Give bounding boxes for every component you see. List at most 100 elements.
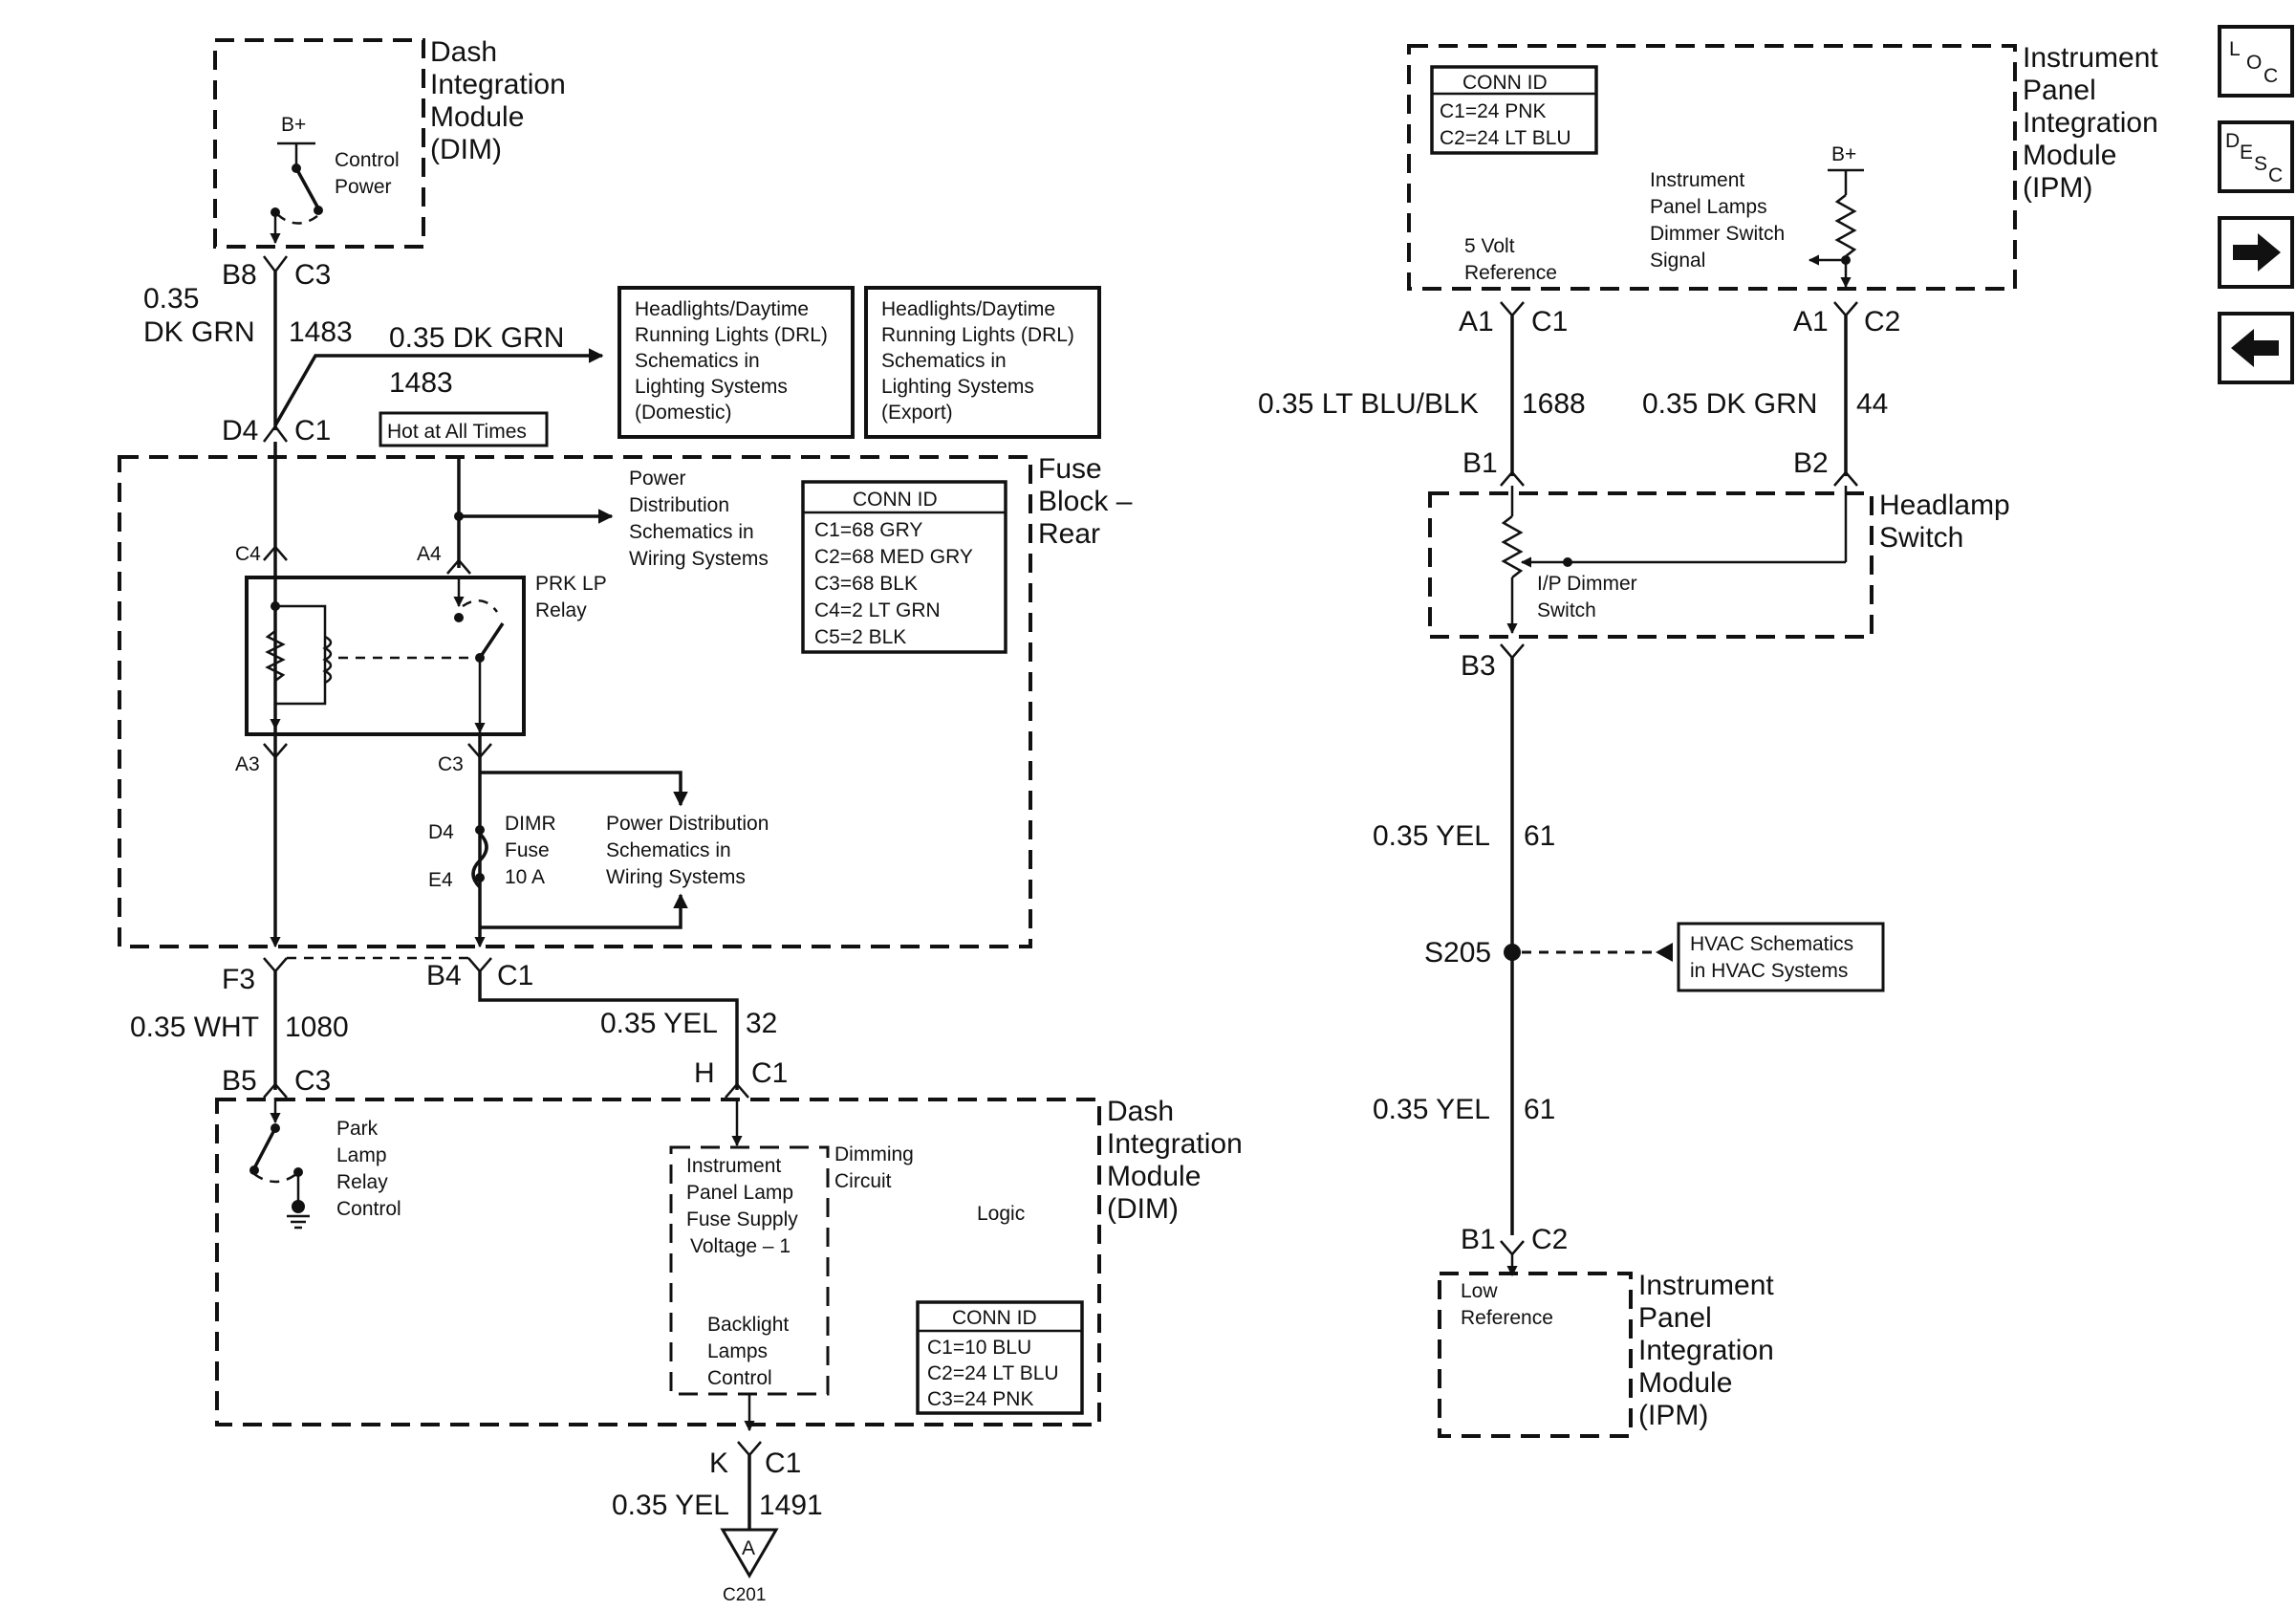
power-dist-bottom-1: Power Distribution xyxy=(606,813,769,835)
ip-fuse-2: Panel Lamp xyxy=(686,1182,793,1204)
pin-k: K xyxy=(709,1448,728,1479)
ipm-bplus: B+ xyxy=(1831,143,1856,165)
splice-name: S205 xyxy=(1424,937,1491,969)
ip-fuse-4: Voltage – 1 xyxy=(690,1235,791,1257)
dim-top-bplus: B+ xyxy=(281,114,306,136)
dimmer-signal-1: Instrument xyxy=(1650,169,1744,191)
wire-61-lower-circuit: 61 xyxy=(1524,1094,1555,1125)
dimmer-signal-3: Dimmer Switch xyxy=(1650,223,1785,245)
wire-44-circuit: 44 xyxy=(1856,388,1888,420)
dim-conn-id-row-3: C3=24 PNK xyxy=(927,1388,1033,1410)
ipm-bottom-module: Low Reference Instrument Panel Integrati… xyxy=(1438,1254,1774,1438)
pin-h: H xyxy=(694,1057,715,1089)
ipm-conn-id-row-1: C1=24 PNK xyxy=(1440,100,1546,122)
dim-bottom-module: Dash Integration Module (DIM) Park Lamp … xyxy=(215,1096,1243,1432)
desc-d: D xyxy=(2225,130,2240,152)
fuse-block-title-3: Rear xyxy=(1038,518,1100,550)
power-dist-top-4: Wiring Systems xyxy=(629,548,769,570)
ipm-bottom-title-1: Instrument xyxy=(1638,1270,1774,1301)
fuse-conn-id-row-2: C2=68 MED GRY xyxy=(814,546,973,568)
wire-32: 0.35 YEL 32 H C1 xyxy=(478,971,788,1099)
backlight-2: Lamps xyxy=(707,1340,768,1362)
wire-44-label: 0.35 DK GRN xyxy=(1642,388,1817,420)
ipm-bottom-title-2: Panel xyxy=(1638,1302,1712,1334)
drl-domestic-line-3: Schematics in xyxy=(635,350,760,372)
wire-1483-circuit: 1483 xyxy=(289,316,353,348)
desc-c: C xyxy=(2268,164,2283,186)
dim-top-title-4: (DIM) xyxy=(430,134,502,165)
fuse-conn-id-row-3: C3=68 BLK xyxy=(814,573,918,595)
power-dist-top-3: Schematics in xyxy=(629,521,754,543)
dim-top-module: Dash Integration Module (DIM) B+ Control… xyxy=(213,36,566,249)
loc-button[interactable]: L O C xyxy=(2218,25,2294,98)
ip-fuse-3: Fuse Supply xyxy=(686,1208,798,1230)
power-dist-bottom-2: Schematics in xyxy=(606,839,731,861)
relay-ctrl-4: Control xyxy=(336,1198,401,1220)
hvac-line-1: HVAC Schematics xyxy=(1690,933,1853,955)
fuse-conn-id-row-5: C5=2 BLK xyxy=(814,626,906,648)
drl-export-line-3: Schematics in xyxy=(881,350,1007,372)
wire-1688-label: 0.35 LT BLU/BLK xyxy=(1258,388,1479,420)
wire-61-lower-label: 0.35 YEL xyxy=(1373,1094,1490,1125)
logic-label: Logic xyxy=(977,1203,1025,1225)
fuse-conn-id-row-4: C4=2 LT GRN xyxy=(814,599,941,621)
pin-f3: F3 xyxy=(222,964,255,995)
wire-1080-label: 0.35 WHT xyxy=(130,1012,259,1043)
drl-export-line-2: Running Lights (DRL) xyxy=(881,324,1074,346)
ipm-top-title-5: (IPM) xyxy=(2023,172,2092,204)
hot-at-all-times-label: Hot at All Times xyxy=(379,411,549,447)
wire-61-upper-label: 0.35 YEL xyxy=(1373,820,1490,852)
power-dist-top-1: Power xyxy=(629,468,686,490)
desc-e: E xyxy=(2240,142,2253,163)
relay-ctrl-3: Relay xyxy=(336,1171,388,1193)
arrow-right-icon xyxy=(2233,233,2281,272)
dimming-2: Circuit xyxy=(834,1170,892,1192)
hvac-line-2: in HVAC Systems xyxy=(1690,960,1848,982)
headlamp-switch: Headlamp Switch I/P Dimmer Switch B3 xyxy=(1428,486,2010,682)
ref5v-2: Reference xyxy=(1464,262,1557,284)
wire-1688-circuit: 1688 xyxy=(1522,388,1586,420)
drl-domestic-line-5: (Domestic) xyxy=(635,402,732,424)
ipm-top-title-2: Panel xyxy=(2023,75,2096,106)
drl-export-line-5: (Export) xyxy=(881,402,953,424)
ipm-bottom-title-3: Integration xyxy=(1638,1335,1774,1366)
relay-label-2: Relay xyxy=(535,599,587,621)
wire-44: 0.35 DK GRN 44 B2 xyxy=(1642,316,1888,487)
conn-c1-h: C1 xyxy=(751,1057,788,1089)
dim-conn-id-title: CONN ID xyxy=(952,1307,1037,1329)
drl-domestic-line-2: Running Lights (DRL) xyxy=(635,324,828,346)
next-page-button[interactable] xyxy=(2218,216,2294,289)
conn-c3-top: C3 xyxy=(294,259,331,291)
dim-bottom-conn-id: CONN ID C1=10 BLU C2=24 LT BLU C3=24 PNK xyxy=(916,1300,1084,1415)
relay-label-1: PRK LP xyxy=(535,573,607,595)
headlamp-title-1: Headlamp xyxy=(1879,490,2010,521)
relay-ctrl-2: Lamp xyxy=(336,1144,387,1166)
ref5v-1: 5 Volt xyxy=(1464,235,1515,257)
previous-page-button[interactable] xyxy=(2218,312,2294,384)
fuse-label-3: 10 A xyxy=(505,866,545,888)
ipm-bottom-title-4: Module xyxy=(1638,1367,1732,1399)
ipm-top-conn-id: CONN ID C1=24 PNK C2=24 LT BLU xyxy=(1430,65,1598,155)
pin-d4-top: D4 xyxy=(222,415,258,446)
fuse-block-rear: Fuse Block – Rear C4 A4 Power Distributi… xyxy=(118,442,1133,948)
dim-conn-id-row-2: C2=24 LT BLU xyxy=(927,1362,1059,1384)
backlight-3: Control xyxy=(707,1367,772,1389)
low-ref-1: Low xyxy=(1461,1280,1498,1302)
pin-c4: C4 xyxy=(235,543,261,565)
ipm-top-module: Instrument Panel Integration Module (IPM… xyxy=(1407,42,2158,291)
conn-c1-top: C1 xyxy=(294,415,331,446)
fuse-pin-e4: E4 xyxy=(428,869,453,891)
desc-button[interactable]: D E S C xyxy=(2218,120,2294,193)
dim-bottom-title-3: Module xyxy=(1107,1161,1201,1192)
wire-61-upper-circuit: 61 xyxy=(1524,820,1555,852)
pin-b5: B5 xyxy=(222,1065,257,1097)
loc-c: C xyxy=(2264,65,2278,87)
drl-domestic-line-4: Lighting Systems xyxy=(635,376,788,398)
wire-61: 0.35 YEL 61 S205 0.35 YEL 61 B1 C2 xyxy=(1373,658,1673,1256)
ipm-top-title-3: Integration xyxy=(2023,107,2158,139)
drl-export-reference[interactable]: Headlights/Daytime Running Lights (DRL) … xyxy=(864,286,1101,439)
wire-1483: 0.35 DK GRN 1483 0.35 DK GRN 1483 xyxy=(143,272,604,430)
hvac-reference[interactable]: HVAC Schematics in HVAC Systems xyxy=(1677,922,1885,992)
drl-domestic-reference[interactable]: Headlights/Daytime Running Lights (DRL) … xyxy=(617,286,855,439)
dimmer-label-1: I/P Dimmer xyxy=(1537,573,1637,595)
